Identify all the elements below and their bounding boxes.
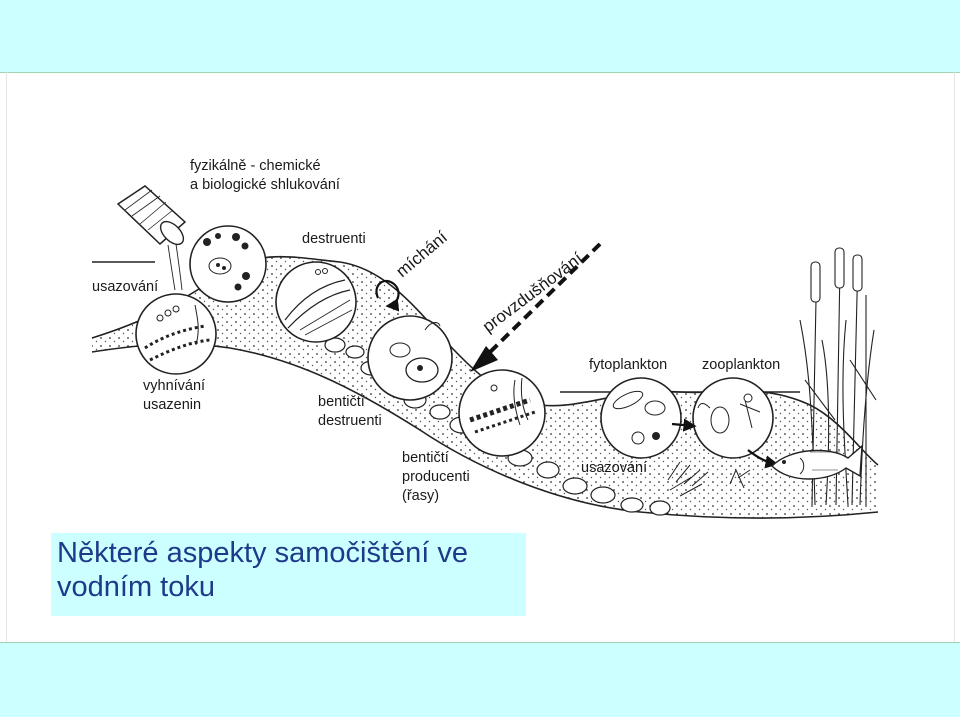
label-aeration: provzdušňování	[479, 249, 587, 337]
food-chain-arrows	[671, 418, 779, 469]
circle-benthic-destruents	[367, 315, 453, 401]
label-putrefaction-1: vyhnívání	[143, 378, 205, 394]
reed-icon	[799, 247, 877, 506]
slide-border-right	[954, 72, 955, 642]
circle-flocculation	[189, 225, 267, 303]
pipe-icon	[116, 185, 187, 291]
circle-zooplankton	[692, 377, 774, 459]
slide-title-line-1: Některé aspekty samočištění ve	[57, 537, 469, 569]
label-benthic-destruents-2: destruenti	[318, 413, 382, 429]
label-zooplankton: zooplankton	[702, 357, 780, 373]
label-physchem-2: a biologické shlukování	[190, 177, 340, 193]
label-sedimentation-right: usazování	[581, 460, 647, 476]
slide-title: Některé aspekty samočištění ve vodním to…	[51, 533, 526, 616]
circle-sediment-decay	[135, 293, 217, 375]
mixing-swirl-icon	[375, 279, 400, 312]
label-physchem-1: fyzikálně - chemické	[190, 158, 321, 174]
bottom-band	[0, 642, 960, 717]
top-band	[0, 0, 960, 73]
circle-phytoplankton	[600, 377, 682, 459]
label-benthic-destruents-1: bentičtí	[318, 394, 365, 410]
fish-icon	[771, 444, 863, 480]
label-phytoplankton: fytoplankton	[589, 357, 667, 373]
circle-destruents	[275, 261, 357, 343]
slide-title-line-2: vodním toku	[57, 571, 215, 603]
slide-border-left	[6, 72, 7, 642]
label-benthic-producers-3: (řasy)	[402, 488, 439, 504]
label-benthic-producers-1: bentičtí	[402, 450, 449, 466]
aeration-arrow-icon	[470, 242, 602, 372]
label-putrefaction-2: usazenin	[143, 397, 201, 413]
algae-tufts	[667, 461, 751, 497]
label-sedimentation-left: usazování	[92, 279, 158, 295]
label-benthic-producers-2: producenti	[402, 469, 470, 485]
label-destruents: destruenti	[302, 231, 366, 247]
label-mixing: míchání	[392, 227, 451, 281]
circle-benthic-producers	[458, 369, 546, 457]
